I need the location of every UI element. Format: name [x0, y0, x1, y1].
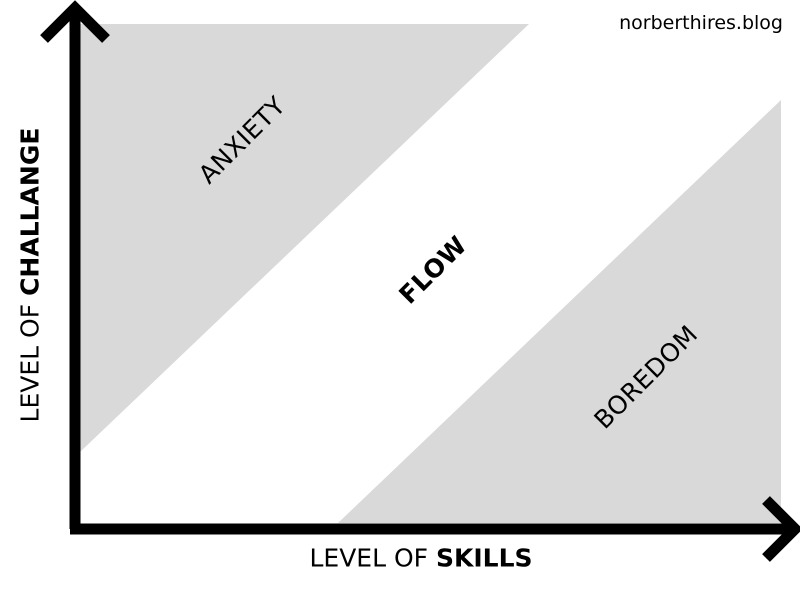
y-axis-label: LEVEL OF CHALLANGE — [16, 128, 45, 423]
y-axis-label-prefix: LEVEL OF — [15, 295, 45, 423]
boredom-region — [338, 100, 781, 523]
brand-watermark: norberthires.blog — [619, 12, 783, 34]
y-axis-arrow-icon — [40, 0, 110, 43]
x-axis-arrow-icon — [762, 496, 800, 562]
x-axis-label-bold: SKILLS — [435, 543, 533, 573]
x-axis-label-prefix: LEVEL OF — [309, 543, 436, 573]
x-axis-label: LEVEL OF SKILLS — [309, 544, 532, 573]
anxiety-region — [80, 24, 529, 452]
y-axis-label-bold: CHALLANGE — [15, 127, 45, 296]
